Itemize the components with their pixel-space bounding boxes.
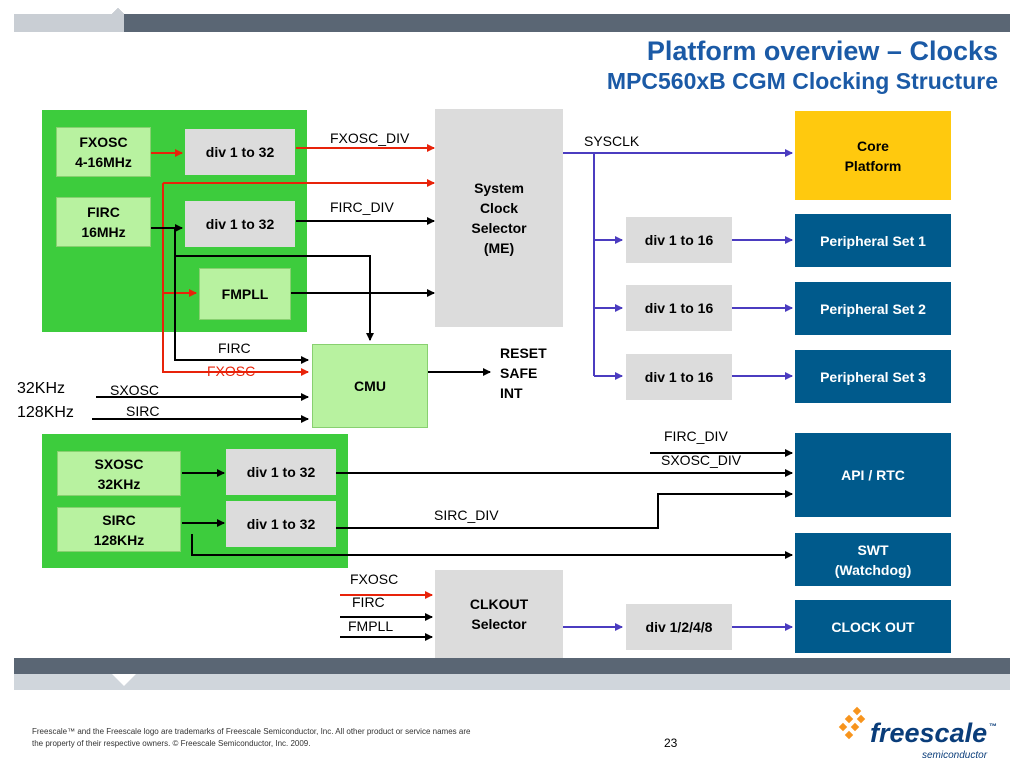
peripheral-1-divider: div 1 to 16 <box>626 217 732 263</box>
system-clock-selector: System Clock Selector (ME) <box>435 109 563 327</box>
label-clkout-firc: FIRC <box>352 594 385 610</box>
freescale-logo-subtitle: semiconductor <box>922 750 988 761</box>
fxosc-divider: div 1 to 32 <box>185 129 295 175</box>
swt-watchdog: SWT (Watchdog) <box>795 533 951 586</box>
api-rtc: API / RTC <box>795 433 951 517</box>
cmu-block: CMU <box>312 344 428 428</box>
firc-source: FIRC 16MHz <box>56 197 151 247</box>
label-firc-div: FIRC_DIV <box>330 199 394 215</box>
fxosc-source: FXOSC 4-16MHz <box>56 127 151 177</box>
label-sirc-div: SIRC_DIV <box>434 507 499 523</box>
label-32khz: 32KHz <box>17 380 66 397</box>
peripheral-set-1: Peripheral Set 1 <box>795 214 951 267</box>
peripheral-set-2: Peripheral Set 2 <box>795 282 951 335</box>
label-clkout-fxosc: FXOSC <box>350 571 399 587</box>
sirc-source: SIRC 128KHz <box>57 507 181 552</box>
label-fxosc-div: FXOSC_DIV <box>330 130 410 146</box>
label-sysclk: SYSCLK <box>584 133 640 149</box>
label-cmu-sirc: SIRC <box>126 403 160 419</box>
fmpll-block: FMPLL <box>199 268 291 320</box>
freescale-logo-text: freescale <box>870 718 988 748</box>
label-api-sxosc-div: SXOSC_DIV <box>661 452 742 468</box>
label-cmu-firc: FIRC <box>218 340 251 356</box>
clkout-selector: CLKOUT Selector <box>435 570 563 658</box>
slide-subtitle: MPC560xB CGM Clocking Structure <box>606 68 998 94</box>
legal-notice: Freescale™ and the Freescale logo are tr… <box>32 727 471 748</box>
label-cmu-outputs: RESET SAFE INT <box>500 345 547 401</box>
sirc-divider: div 1 to 32 <box>226 501 336 547</box>
peripheral-2-divider: div 1 to 16 <box>626 285 732 331</box>
label-128khz: 128KHz <box>17 404 74 421</box>
freescale-logo-icon <box>838 706 866 740</box>
core-platform: Core Platform <box>795 111 951 200</box>
sxosc-divider: div 1 to 32 <box>226 449 336 495</box>
firc-divider: div 1 to 32 <box>185 201 295 247</box>
sxosc-source: SXOSC 32KHz <box>57 451 181 496</box>
clock-out: CLOCK OUT <box>795 600 951 653</box>
bottom-banner <box>14 658 1010 690</box>
label-cmu-sxosc: SXOSC <box>110 382 160 398</box>
label-api-firc-div: FIRC_DIV <box>664 428 728 444</box>
clkout-divider: div 1/2/4/8 <box>626 604 732 650</box>
page-number: 23 <box>664 736 678 750</box>
slide-title: Platform overview – Clocks <box>646 36 998 66</box>
label-clkout-fmpll: FMPLL <box>348 618 394 634</box>
logo-trademark: ™ <box>989 722 997 731</box>
peripheral-3-divider: div 1 to 16 <box>626 354 732 400</box>
peripheral-set-3: Peripheral Set 3 <box>795 350 951 403</box>
top-banner <box>14 8 1010 32</box>
label-cmu-fxosc: FXOSC <box>207 363 256 379</box>
